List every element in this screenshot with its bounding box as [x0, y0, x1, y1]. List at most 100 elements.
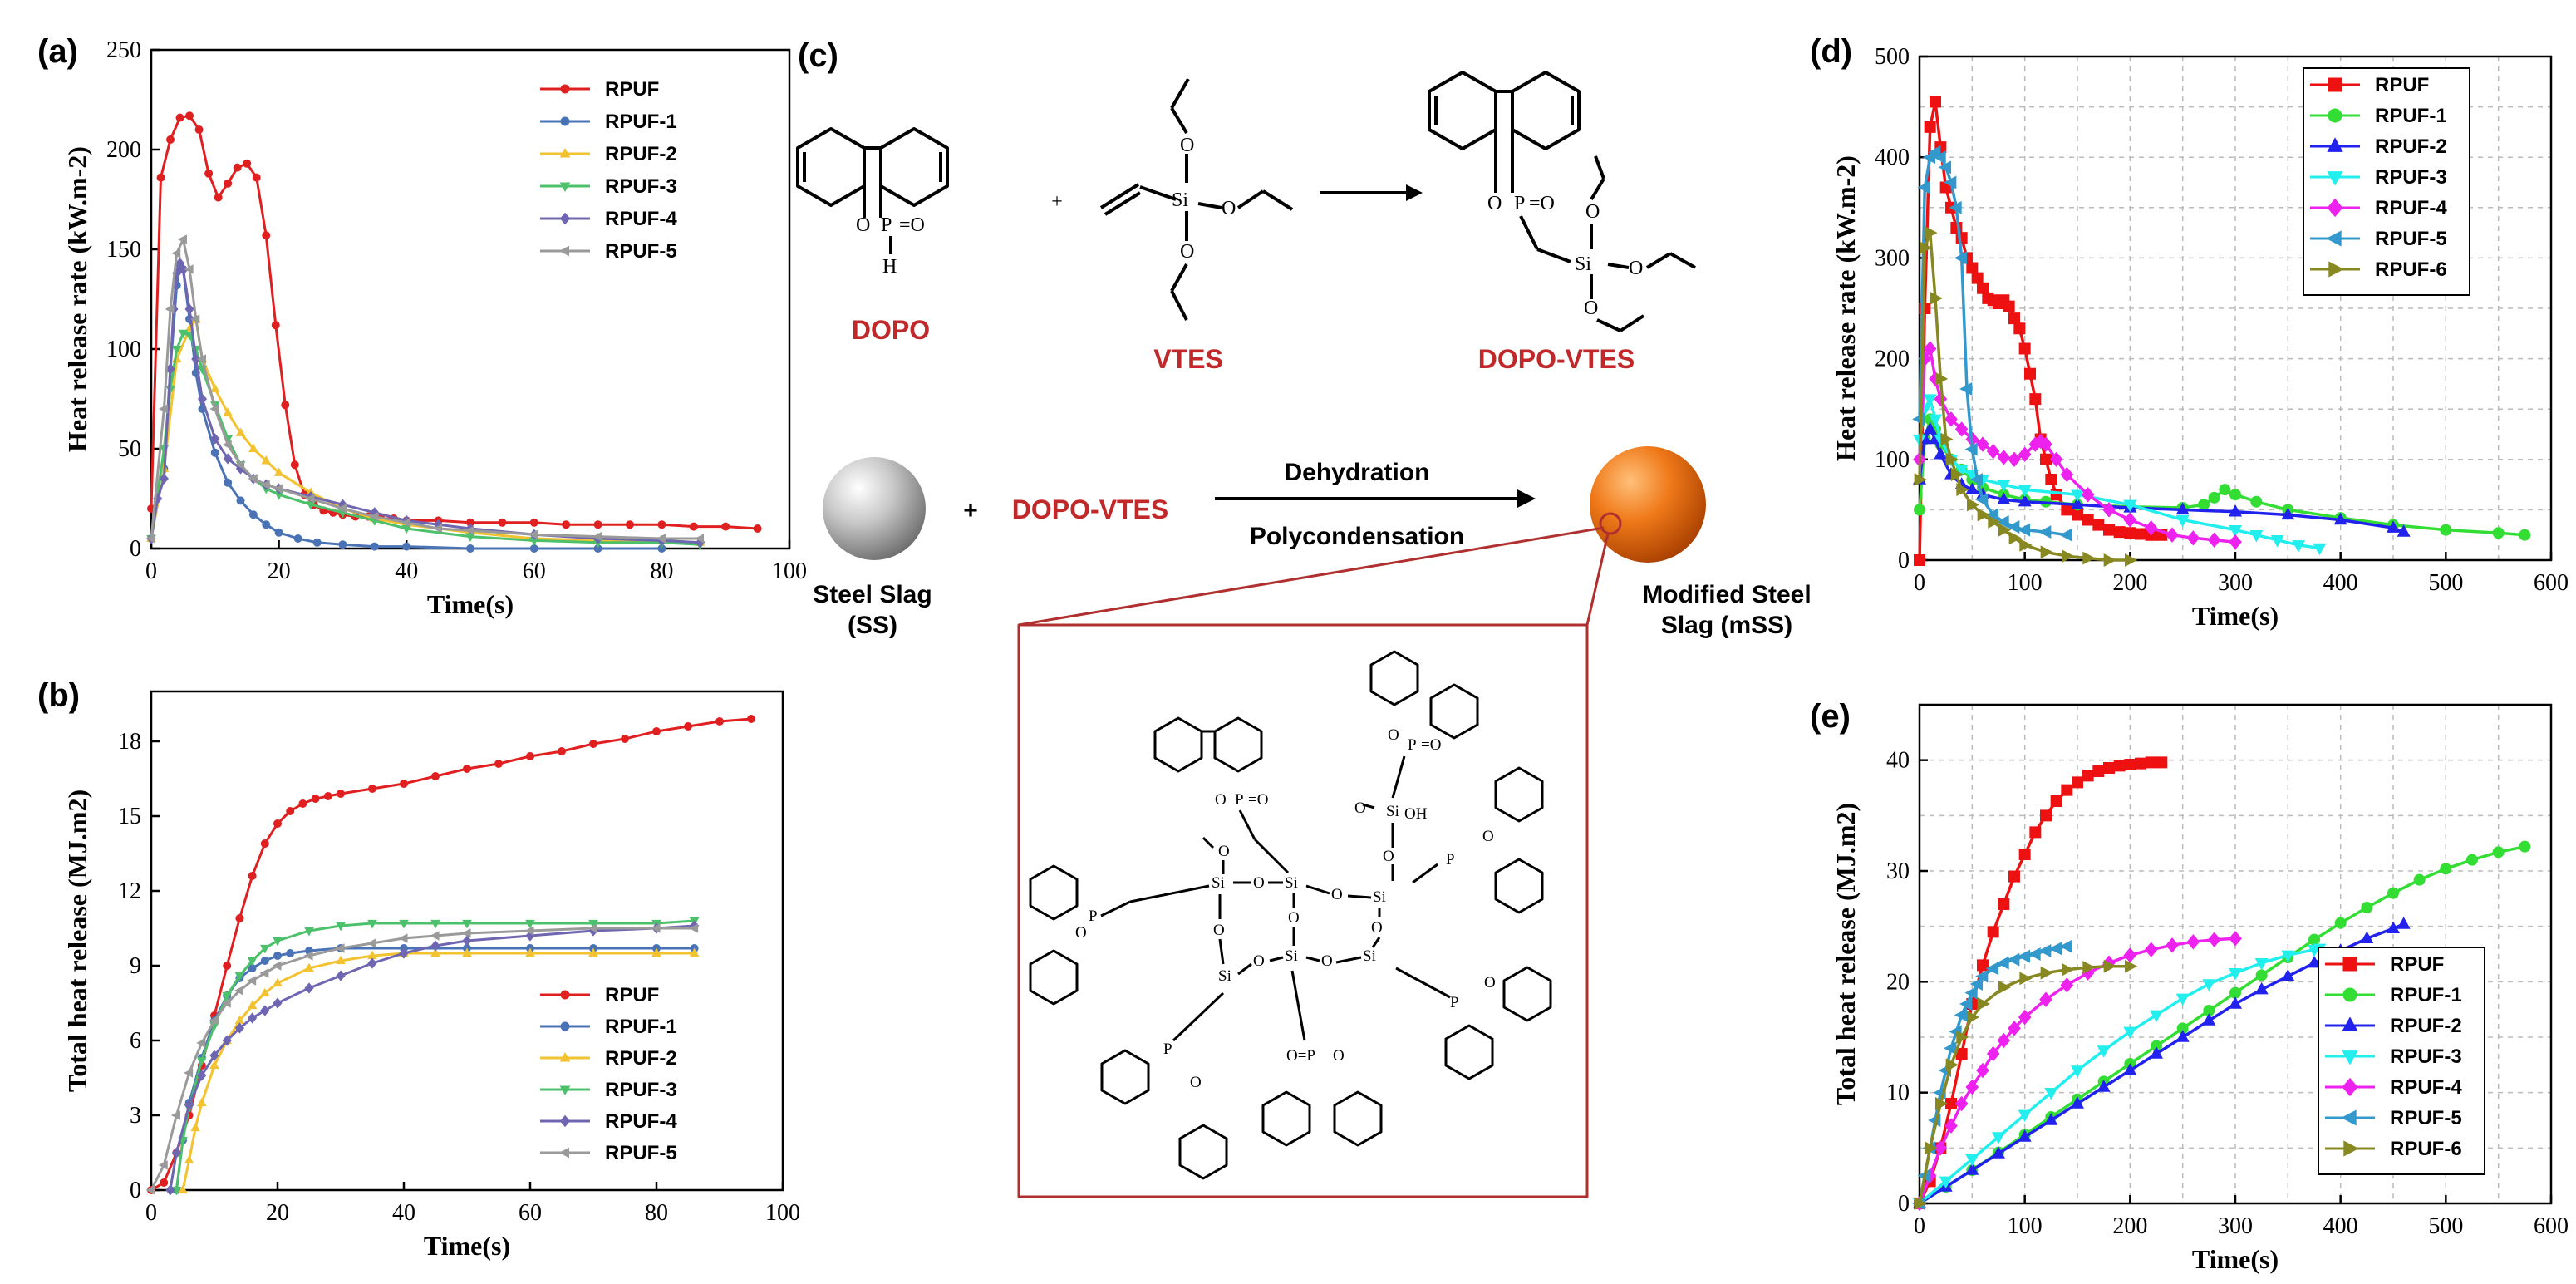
data-point [145, 1185, 155, 1195]
data-point [185, 111, 194, 121]
series-rpuf [1914, 756, 2168, 1209]
data-point [1944, 411, 1958, 427]
data-point [1956, 483, 1969, 497]
data-point [2071, 1065, 2084, 1078]
data-point [190, 314, 200, 324]
mss-name-line1: Modified Steel [1642, 581, 1811, 608]
data-point [273, 997, 283, 1009]
data-point [272, 961, 282, 971]
series-rpuf-6 [1914, 226, 2138, 567]
svg-text:O: O [1253, 952, 1265, 970]
data-point [197, 1097, 207, 1107]
svg-text:O: O [1180, 241, 1194, 263]
data-point [214, 193, 223, 202]
data-point [1965, 482, 1979, 494]
data-point [461, 928, 471, 938]
dehydration-label: Dehydration [1284, 459, 1429, 486]
data-point [247, 976, 257, 986]
legend-item: RPUF-5 [2325, 1107, 2462, 1129]
data-point [236, 496, 245, 505]
data-point [593, 520, 602, 529]
data-point [2308, 955, 2321, 968]
data-point [260, 987, 270, 997]
data-point [2092, 765, 2105, 777]
data-point [247, 957, 258, 967]
data-point [2387, 520, 2400, 533]
plot-frame-b [150, 690, 784, 1192]
y-tick-label: 100 [106, 337, 141, 362]
data-point [528, 529, 538, 539]
y-tick-label: 0 [130, 1178, 141, 1203]
legend-label: RPUF-3 [2375, 166, 2447, 189]
data-point [398, 933, 408, 943]
data-point [2124, 553, 2138, 567]
dopo-units: O P =O O P =O O P P O P O [1029, 650, 1552, 1180]
legend-item: RPUF-3 [540, 175, 677, 198]
data-point [2281, 950, 2295, 963]
data-point [323, 792, 332, 800]
data-point [160, 1178, 169, 1187]
x-tick-label: 0 [1914, 570, 1925, 596]
legend-label: RPUF-6 [2390, 1138, 2462, 1160]
y-axis-title: Total heat release (MJ.m2) [1831, 803, 1861, 1105]
data-point [1914, 473, 1927, 487]
data-point [2151, 1040, 2163, 1052]
legend-item: RPUF [2325, 953, 2444, 976]
svg-text:O: O [1584, 298, 1598, 319]
data-point [2186, 530, 2200, 546]
y-tick-label: 30 [1886, 858, 1910, 884]
data-point [1987, 926, 1999, 938]
data-point [2018, 342, 2031, 355]
legend-item: RPUF-1 [2310, 105, 2447, 127]
data-point [369, 511, 379, 522]
x-tick-label: 100 [2008, 1213, 2043, 1239]
legend-item: RPUF-4 [2310, 197, 2447, 219]
data-point [2103, 524, 2115, 536]
y-tick-label: 50 [118, 436, 141, 462]
data-point [260, 1005, 270, 1016]
x-tick-label: 20 [268, 558, 291, 584]
x-tick-label: 600 [2534, 570, 2569, 596]
svg-text:P: P [1450, 994, 1459, 1011]
data-point [274, 528, 283, 537]
data-point [1971, 272, 1984, 284]
data-point [2440, 863, 2452, 875]
data-point [1975, 969, 1989, 983]
data-point [281, 401, 290, 410]
legend-item: RPUF-2 [540, 1047, 677, 1070]
x-tick-label: 0 [1914, 1213, 1925, 1239]
data-point [2081, 486, 2095, 503]
data-point [657, 520, 666, 529]
data-point [1939, 1176, 1953, 1189]
data-point [2229, 524, 2242, 538]
data-point [366, 938, 376, 948]
svg-text:Si: Si [1575, 253, 1591, 275]
data-point [337, 504, 347, 514]
data-point [223, 453, 233, 465]
data-point [1944, 175, 1957, 189]
data-point [430, 940, 440, 952]
data-point [197, 393, 208, 405]
data-point [170, 1110, 180, 1120]
data-point [430, 947, 440, 957]
data-point [1917, 180, 1930, 194]
data-point [2156, 756, 2168, 769]
data-point [465, 525, 474, 536]
data-point [197, 1056, 207, 1066]
data-point [1969, 473, 1984, 487]
data-point [651, 947, 661, 957]
svg-text:O=P: O=P [1286, 1047, 1315, 1065]
data-point [2019, 972, 2033, 986]
legend-marker [2328, 261, 2344, 278]
legend-marker [2327, 137, 2343, 152]
series-line [150, 263, 662, 550]
x-tick-label: 0 [145, 558, 157, 584]
data-point [2202, 1013, 2216, 1026]
plus-sign-2: + [963, 497, 978, 524]
x-axis-title: Time(s) [424, 1231, 510, 1261]
data-point [1945, 452, 1959, 466]
x-tick-label: 40 [395, 558, 418, 584]
legend-marker [2343, 1140, 2359, 1157]
data-point [2018, 1129, 2032, 1142]
